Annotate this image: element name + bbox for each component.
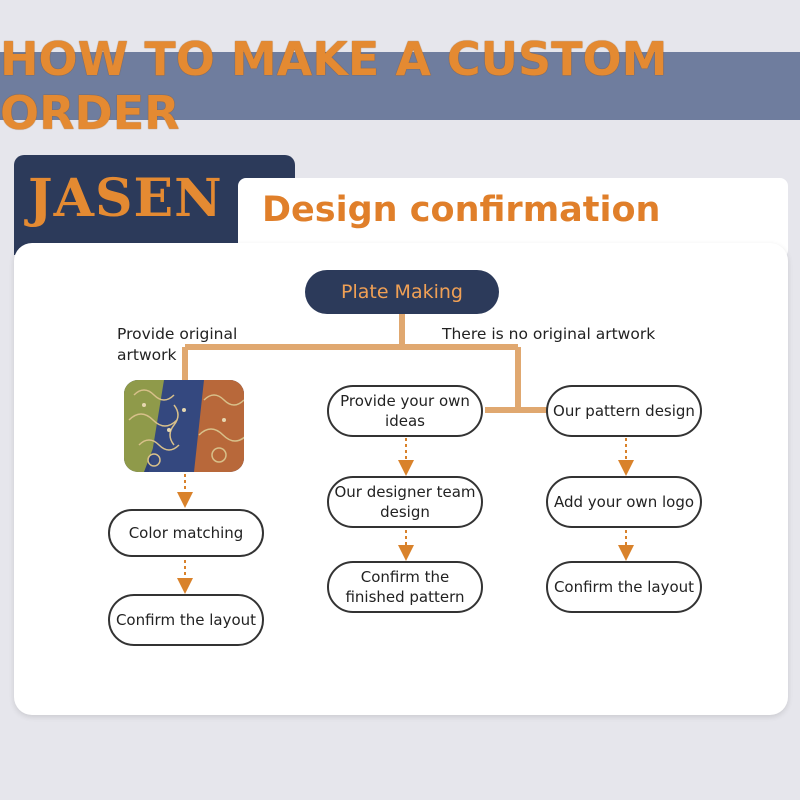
plate-making-node: Plate Making	[305, 270, 499, 314]
step-our-pattern: Our pattern design	[546, 385, 702, 437]
brand-logo-text: JASEN	[28, 168, 223, 229]
paisley-fabric-image	[124, 380, 244, 472]
header-banner: HOW TO MAKE A CUSTOM ORDER	[0, 32, 800, 140]
step-confirm-layout-right: Confirm the layout	[546, 561, 702, 613]
step-provide-ideas: Provide your own ideas	[327, 385, 483, 437]
banner-title: HOW TO MAKE A CUSTOM ORDER	[0, 32, 668, 140]
step-designer-team: Our designer team design	[327, 476, 483, 528]
step-confirm-pattern: Confirm the finished pattern	[327, 561, 483, 613]
step-add-logo: Add your own logo	[546, 476, 702, 528]
left-branch-label: Provide original artwork	[117, 325, 238, 364]
step-color-matching: Color matching	[108, 509, 264, 557]
section-title: Design confirmation	[262, 190, 661, 230]
step-confirm-layout-left: Confirm the layout	[108, 594, 264, 646]
right-branch-label: There is no original artwork	[442, 325, 656, 343]
